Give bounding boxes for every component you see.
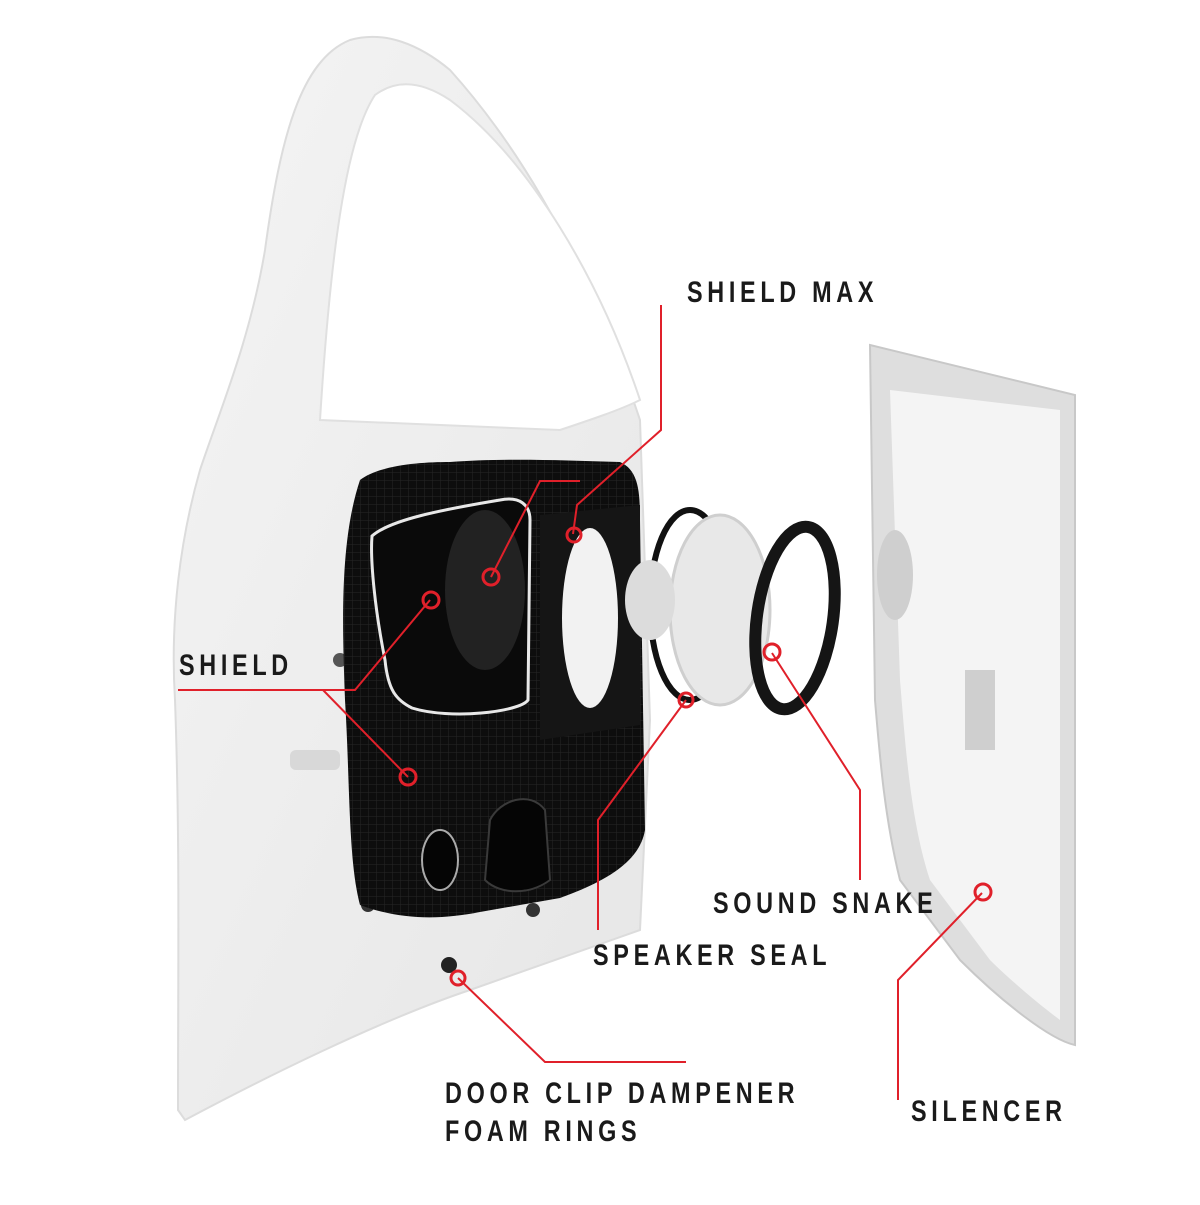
callout-markers (398, 526, 993, 987)
label-door-clip-line1: DOOR CLIP DAMPENER (445, 1077, 800, 1110)
door-panel (868, 343, 1076, 1047)
sound-snake-ring (749, 520, 841, 716)
label-speaker-seal: SPEAKER SEAL (593, 939, 832, 972)
label-silencer: SILENCER (911, 1095, 1067, 1128)
shield-max-panel (540, 505, 640, 740)
label-door-clip-line2: FOAM RINGS (445, 1115, 642, 1148)
label-shield: SHIELD (179, 649, 293, 682)
speaker (625, 513, 772, 707)
label-shield-max: SHIELD MAX (687, 276, 879, 309)
label-sound-snake: SOUND SNAKE (713, 887, 938, 920)
leader-lines (178, 305, 983, 1100)
leader-shield-max (572, 305, 662, 535)
